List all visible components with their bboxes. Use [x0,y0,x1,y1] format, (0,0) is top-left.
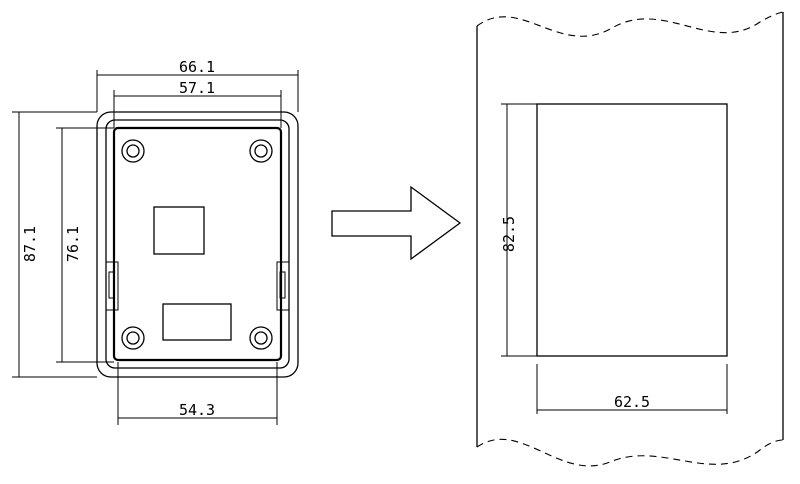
mounting-hole-top-left [121,139,145,163]
mounting-hole-bottom-left [121,326,145,350]
device-housing-outline [96,111,299,378]
center-label-square [153,206,205,255]
left-clip [106,261,119,311]
direction-arrow [331,185,462,261]
dim-cutout-width-value: 62.5 [614,393,650,411]
dim-cutout-height-value: 82.5 [500,216,518,252]
dim-cutout-width: 62.5 [536,364,728,414]
panel-cutout [536,103,728,357]
dim-inner-width-value: 57.1 [179,79,215,97]
dim-overall-width: 66.1 [96,58,299,112]
dim-overall-height-value: 87.1 [21,226,39,262]
dim-inner-height-value: 76.1 [64,226,82,262]
panel-break-top [476,11,784,37]
panel-break-bottom [476,438,784,467]
terminal-connector [162,303,232,341]
dim-overall-width-value: 66.1 [179,58,215,76]
device-body-outline [105,119,290,369]
mounting-hole-bottom-right [249,326,273,350]
panel-section [476,11,784,467]
dim-overall-height: 87.1 [12,111,97,378]
right-clip [276,261,289,311]
dim-inner-width: 57.1 [113,79,282,128]
mounting-hole-top-right [249,139,273,163]
dim-bottom-width-value: 54.3 [179,401,215,419]
device-rear-view [96,111,299,378]
dim-cutout-height: 82.5 [500,103,537,357]
dim-inner-height: 76.1 [56,127,114,363]
device-rear-panel [112,126,283,362]
dim-bottom-width: 54.3 [117,362,278,425]
